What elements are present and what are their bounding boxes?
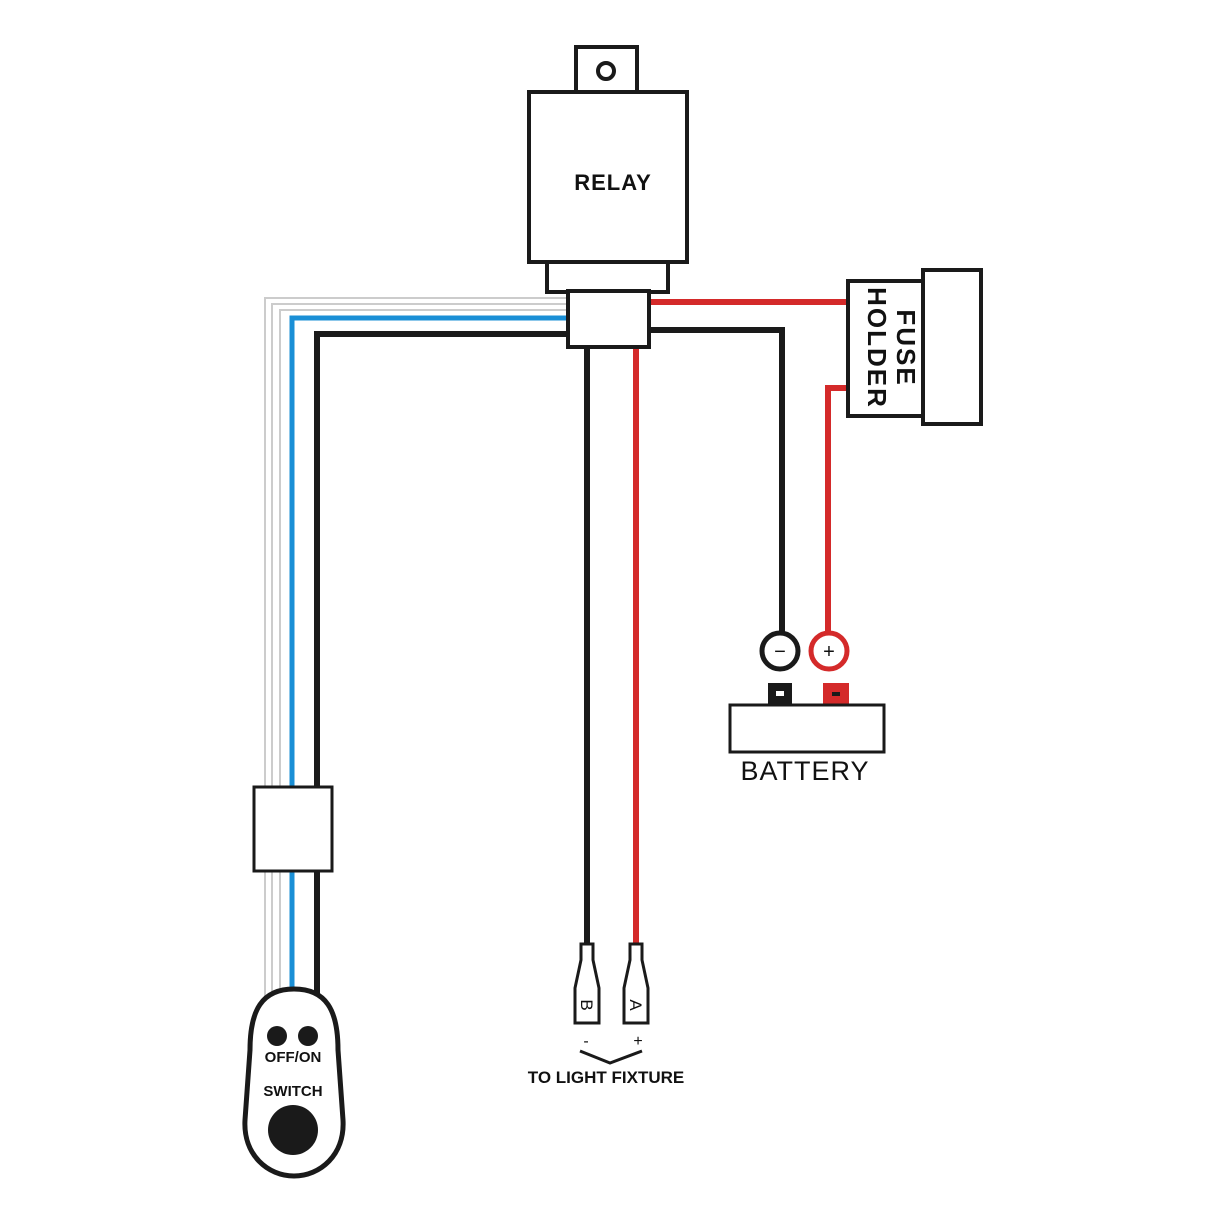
relay-mounting-hole [596,61,616,81]
fuse-holder-label-line2: HOLDER [862,287,892,409]
battery-negative-ring: − [759,630,801,672]
fixture-bracket [579,1049,643,1065]
wires [264,297,848,1000]
switch-button[interactable] [268,1105,318,1155]
to-light-fixture-label: TO LIGHT FIXTURE [528,1068,684,1087]
plug-b-label: B [577,999,596,1010]
plug-b: B [573,942,601,1025]
fuse-holder-cap [921,268,983,426]
fixture-negative-mark: - [583,1033,588,1050]
battery-negative-symbol: − [774,641,786,663]
switch-indicator-right [298,1026,318,1046]
fixture-positive-mark: + [633,1033,642,1050]
white-wire-2 [271,303,568,1000]
black-wire-switch [314,331,568,1000]
switch-connector-block [252,785,334,873]
fuse-holder-label-line1: FUSE [891,309,921,386]
blue-wire [289,315,568,1000]
white-wire-3 [279,309,568,1000]
relay-base [545,260,670,294]
black-wire-battery [650,327,785,632]
battery-positive-ring: + [808,630,850,672]
battery-label: BATTERY [740,756,869,786]
plug-a-label: A [626,999,645,1011]
switch-indicator-left [267,1026,287,1046]
switch-label-line2: SWITCH [263,1083,322,1100]
relay-label: RELAY [574,170,652,195]
fuse-holder-body [846,279,927,418]
red-wire-battery [825,385,848,632]
battery-positive-symbol: + [823,641,835,663]
white-wire-1 [264,297,568,1000]
relay [527,45,689,349]
relay-connector [566,289,651,349]
off-on-switch: OFF/ON SWITCH [242,986,346,1179]
fuse-holder-label: FUSE HOLDER [862,287,921,409]
battery-body [728,703,886,754]
plug-a: A [622,942,650,1025]
fuse-holder [846,268,983,426]
relay-mounting-tab [574,45,639,95]
switch-label-line1: OFF/ON [265,1049,322,1066]
battery [728,683,886,754]
